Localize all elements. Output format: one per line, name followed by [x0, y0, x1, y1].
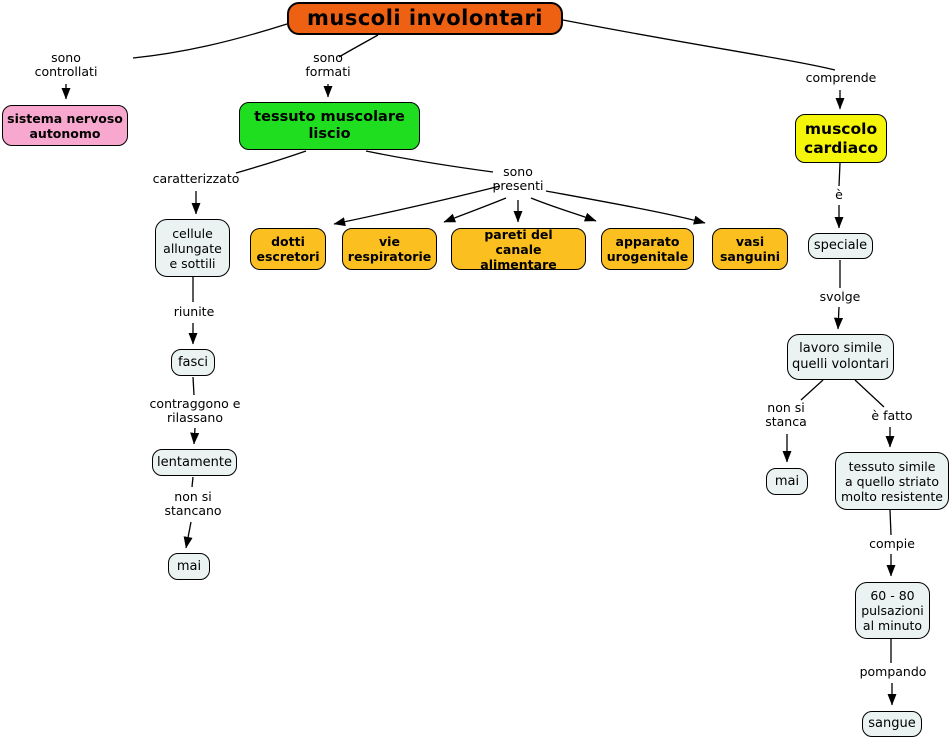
connector-presenti-to-dotti [333, 185, 501, 227]
link-label-compie: compie [869, 536, 915, 551]
link-label-sono-formati: sono formati [305, 50, 351, 80]
node-speciale[interactable]: speciale [808, 233, 873, 259]
connector-cardiaco-to-e [838, 162, 841, 187]
link-label-non-si-stanca: non si stanca [765, 400, 807, 430]
node-tessuto-muscolare-liscio[interactable]: tessuto muscolare liscio [239, 102, 420, 150]
node-fasci[interactable]: fasci [171, 349, 215, 376]
link-label-non-si-stancano: non si stancano [164, 489, 222, 519]
connector-tessuto-to-caratterizzato [235, 150, 307, 174]
link-label-sono-presenti: sono presenti [492, 164, 544, 194]
connector-presenti-to-apparato [530, 197, 597, 222]
link-label-contraggono: contraggono e rilassano [149, 396, 241, 426]
node-tessuto-simile-striato[interactable]: tessuto simile a quello striato molto re… [835, 452, 949, 510]
connector-presenti-to-vie [443, 197, 507, 223]
node-vasi-sanguini[interactable]: vasi sanguini [712, 228, 788, 270]
connector-contraggono-to-lentamente [190, 427, 200, 445]
node-sangue[interactable]: sangue [862, 711, 922, 737]
connector-title-to-comprende [562, 19, 836, 71]
link-label-svolge: svolge [819, 289, 861, 304]
node-lentamente[interactable]: lentamente [152, 449, 237, 476]
connector-lavoro-to-e-fatto [854, 379, 885, 408]
node-muscolo-cardiaco[interactable]: muscolo cardiaco [795, 114, 887, 163]
link-label-caratterizzato: caratterizzato [152, 171, 240, 186]
node-cellule-allungate[interactable]: cellule allungate e sottili [155, 219, 230, 277]
node-apparato-urogenitale[interactable]: apparato urogenitale [601, 228, 694, 270]
node-lavoro-simile[interactable]: lavoro simile quelli volontari [787, 334, 894, 380]
node-mai-left[interactable]: mai [168, 553, 210, 580]
node-sistema-nervoso-autonomo[interactable]: sistema nervoso autonomo [2, 105, 128, 146]
connector-svolge-to-lavoro [833, 306, 844, 330]
link-label-riunite: riunite [173, 304, 215, 319]
node-muscoli-involontari[interactable]: muscoli involontari [287, 2, 563, 35]
node-mai-right[interactable]: mai [766, 468, 808, 495]
connector-fasci-to-contraggono [192, 376, 195, 396]
link-label-comprende: comprende [805, 70, 877, 85]
connector-tessuto-simile-to-compie [889, 509, 892, 536]
connector-presenti-to-vasi [545, 190, 706, 225]
node-vie-respiratorie[interactable]: vie respiratorie [342, 228, 437, 270]
link-label-e-fatto: è fatto [871, 408, 913, 423]
node-dotti-escretori[interactable]: dotti escretori [250, 228, 326, 270]
link-label-e: è [835, 187, 843, 202]
node-pulsazioni[interactable]: 60 - 80 pulsazioni al minuto [855, 582, 930, 639]
connector-stancano-to-mai-left [183, 521, 193, 549]
connector-lentamente-to-stancano [191, 476, 194, 488]
connector-title-to-sono-controllati [132, 23, 288, 59]
link-label-sono-controllati: sono controllati [34, 50, 98, 80]
connector-lavoro-to-non-si-stanca [800, 379, 824, 401]
node-pareti-canale-alimentare[interactable]: pareti del canale alimentare [451, 227, 586, 272]
connector-tessuto-to-sono-presenti [365, 150, 494, 173]
link-label-pompando: pompando [859, 664, 927, 679]
connector-title-to-sono-formati [338, 34, 379, 58]
